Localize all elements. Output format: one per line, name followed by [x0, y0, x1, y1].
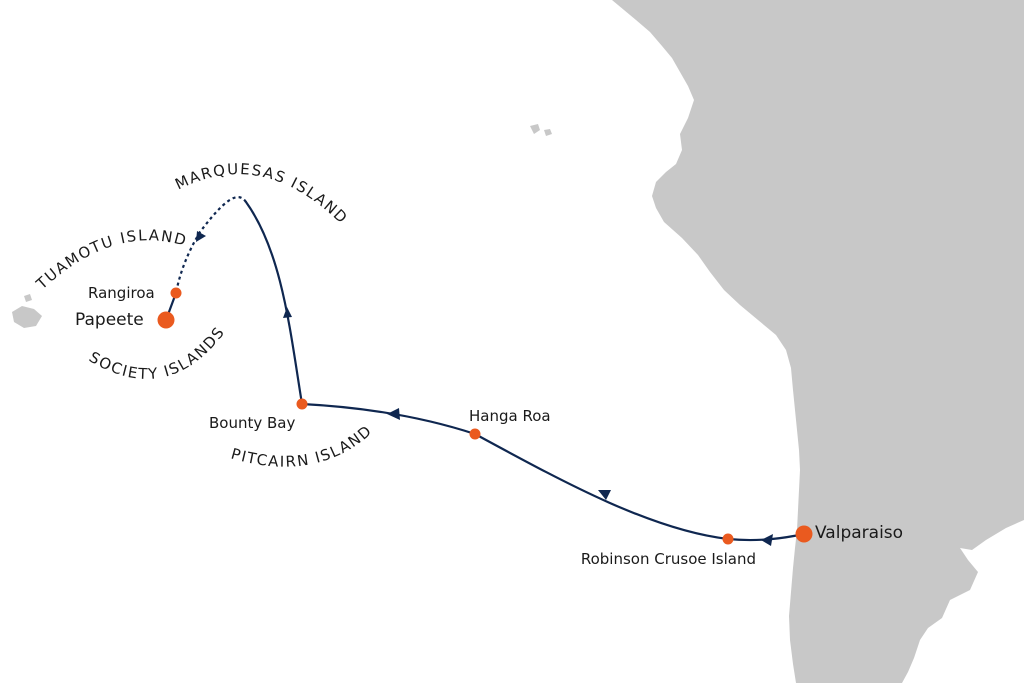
region-label-marquesas: MARQUESAS ISLANDS	[0, 0, 352, 228]
port-marker-robinson-crusoe	[722, 533, 734, 545]
region-label-tuamotu: TUAMOTU ISLANDS	[0, 0, 189, 293]
route-leg-marquesas-tuamotu	[174, 196, 247, 294]
port-label-robinson-crusoe: Robinson Crusoe Island	[581, 550, 756, 568]
direction-arrow-icon	[598, 490, 611, 500]
port-stops	[157, 287, 813, 545]
port-label-papeete: Papeete	[75, 310, 144, 330]
port-label-valparaiso: Valparaiso	[815, 523, 903, 543]
direction-arrow-icon	[761, 534, 773, 546]
cruise-route	[164, 196, 806, 546]
port-marker-hanga-roa	[469, 428, 481, 440]
port-marker-rangiroa	[170, 287, 182, 299]
port-marker-bounty-bay	[296, 398, 308, 410]
port-labels: Valparaiso Robinson Crusoe Island Hanga …	[75, 284, 903, 568]
region-labels: MARQUESAS ISLANDS TUAMOTU ISLANDS SOCIET…	[0, 0, 374, 471]
route-leg-hanga-roa-bounty-bay	[300, 402, 477, 436]
route-leg-robinson-crusoe-hanga-roa	[473, 432, 730, 541]
caribbean-island	[690, 10, 716, 24]
port-label-bounty-bay: Bounty Bay	[209, 414, 295, 432]
region-label-society: SOCIETY ISLANDS	[86, 323, 229, 383]
direction-arrow-icon	[387, 408, 400, 420]
route-leg-bounty-bay-marquesas	[244, 200, 304, 406]
direction-arrow-icon	[196, 231, 206, 242]
port-label-rangiroa: Rangiroa	[88, 284, 155, 302]
port-label-hanga-roa: Hanga Roa	[469, 407, 551, 425]
french-polynesia-islands	[12, 306, 42, 328]
galapagos-islands	[530, 124, 552, 136]
land-masses	[12, 0, 1024, 683]
port-marker-papeete	[157, 311, 175, 329]
islet	[24, 294, 32, 302]
port-marker-valparaiso	[795, 525, 813, 543]
direction-arrow-icon	[283, 307, 292, 318]
south-america-landmass	[612, 0, 1024, 683]
